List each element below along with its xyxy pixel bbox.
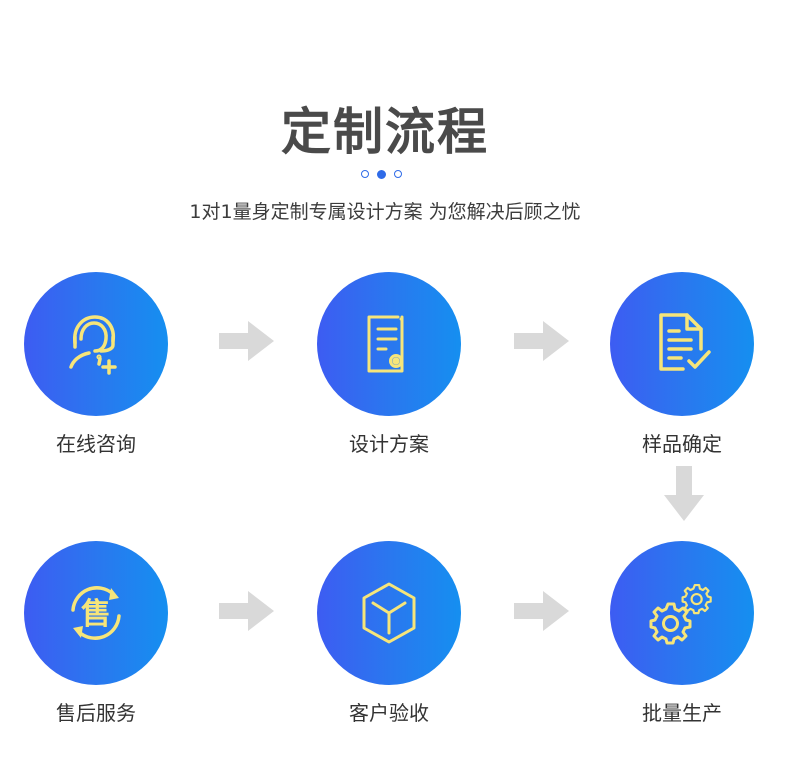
after-sales-cycle-icon: 售 bbox=[71, 586, 121, 640]
arrow-right-icon bbox=[219, 321, 274, 361]
step-circle bbox=[610, 541, 754, 685]
after-sales-char: 售 bbox=[81, 597, 111, 632]
pagination-dots bbox=[361, 170, 402, 179]
step-label: 在线咨询 bbox=[56, 432, 136, 456]
step-circle bbox=[24, 272, 168, 416]
step-label: 售后服务 bbox=[56, 701, 136, 725]
certificate-document-icon bbox=[367, 315, 404, 373]
step-online-consult: 在线咨询 bbox=[24, 272, 170, 457]
step-sample-confirm: 样品确定 bbox=[610, 272, 756, 457]
arrow-right-icon bbox=[219, 591, 274, 631]
page-subtitle: 1对1量身定制专属设计方案 为您解决后顾之忧 bbox=[189, 201, 581, 223]
step-label: 设计方案 bbox=[349, 432, 429, 456]
arrow-right-icon bbox=[514, 321, 569, 361]
step-mass-production: 批量生产 bbox=[610, 541, 756, 726]
step-customer-acceptance: 客户验收 bbox=[317, 541, 463, 726]
step-label: 客户验收 bbox=[349, 701, 429, 725]
step-label: 批量生产 bbox=[642, 701, 722, 725]
cube-icon bbox=[362, 582, 416, 644]
step-circle bbox=[317, 541, 461, 685]
step-after-sales: 售 售后服务 bbox=[24, 541, 170, 726]
dot-indicator bbox=[394, 170, 402, 178]
arrow-down-icon bbox=[664, 466, 704, 521]
page-title: 定制流程 bbox=[281, 103, 489, 161]
gears-icon bbox=[649, 583, 712, 645]
dot-indicator-active bbox=[377, 170, 386, 179]
step-label: 样品确定 bbox=[642, 432, 722, 456]
step-design-plan: 设计方案 bbox=[317, 272, 463, 457]
step-circle: 售 bbox=[24, 541, 168, 685]
step-circle bbox=[317, 272, 461, 416]
document-check-icon bbox=[659, 313, 711, 371]
arrow-right-icon bbox=[514, 591, 569, 631]
dot-indicator bbox=[361, 170, 369, 178]
step-circle bbox=[610, 272, 754, 416]
customer-service-headset-icon bbox=[69, 315, 117, 375]
